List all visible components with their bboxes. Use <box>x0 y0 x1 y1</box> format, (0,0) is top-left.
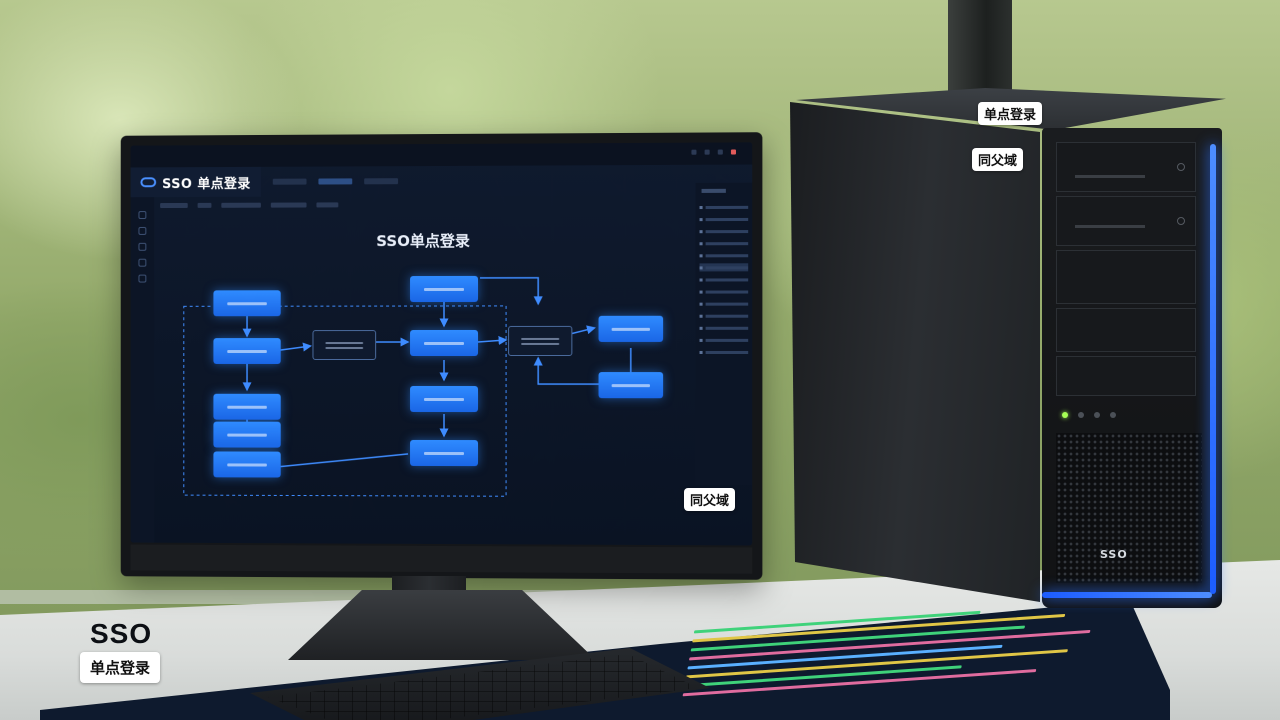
panel-item <box>699 239 749 247</box>
panel-header <box>701 188 726 193</box>
flow-node <box>213 421 281 448</box>
flow-node <box>213 338 281 364</box>
audio-port-icon <box>1094 412 1100 418</box>
flowchart-canvas: SSO单点登录 <box>160 213 689 540</box>
eject-button-icon <box>1177 217 1185 225</box>
sso-logo-icon <box>140 177 157 188</box>
usb-port-icon <box>1110 412 1116 418</box>
drive-bay <box>1056 196 1196 246</box>
drive-bay <box>1056 308 1196 352</box>
pc-tower: SSO <box>790 88 1230 618</box>
panel-item <box>699 251 749 259</box>
monitor-screen: SSO 单点登录 SSO单点登录 <box>131 142 753 545</box>
left-icon-rail <box>130 197 155 543</box>
audio-port-icon <box>1078 412 1084 418</box>
power-led-icon <box>1062 412 1068 418</box>
panel-item <box>699 312 749 320</box>
flowchart-connectors <box>160 213 689 540</box>
drive-bay <box>1056 142 1196 192</box>
breadcrumb-placeholder <box>160 202 339 209</box>
flow-node <box>410 275 479 303</box>
flow-node <box>213 393 281 420</box>
overlay-tag: 单点登录 <box>80 652 161 683</box>
panel-item <box>699 287 749 295</box>
flow-node-outline <box>508 325 573 356</box>
app-logo: SSO 单点登录 <box>130 166 261 198</box>
front-mesh-grille <box>1056 433 1202 583</box>
rail-icon <box>138 274 147 283</box>
tab-placeholder <box>363 178 398 185</box>
flow-node <box>213 290 281 317</box>
control-icon <box>704 149 710 155</box>
monitor-bezel <box>130 544 753 574</box>
panel-item <box>699 215 749 223</box>
panel-item <box>699 227 749 235</box>
rail-icon <box>138 258 147 267</box>
overlay-title: SSO <box>90 618 153 649</box>
panel-item <box>699 348 749 356</box>
monitor-caption-tag: 同父域 <box>684 488 736 511</box>
flow-node-outline <box>312 330 377 360</box>
panel-item-selected <box>699 263 749 272</box>
monitor: SSO 单点登录 SSO单点登录 <box>121 132 763 580</box>
tab-placeholder <box>272 178 307 185</box>
rail-icon <box>138 242 147 251</box>
rail-icon <box>138 211 147 220</box>
window-controls <box>691 149 737 155</box>
flow-node <box>598 315 664 342</box>
flow-node <box>410 439 479 467</box>
screen-top-bar <box>130 142 753 168</box>
flow-node <box>213 451 281 478</box>
front-io-panel <box>1056 402 1196 428</box>
rail-icon <box>138 226 147 235</box>
right-side-panel <box>695 182 753 486</box>
blue-led-strip <box>1210 144 1216 594</box>
panel-item <box>699 336 749 344</box>
app-header: SSO 单点登录 <box>130 165 753 198</box>
panel-item <box>699 300 749 308</box>
blue-led-strip-bottom <box>1042 592 1212 598</box>
panel-item <box>699 203 749 211</box>
flow-node <box>410 329 479 356</box>
flow-node <box>598 372 664 399</box>
control-icon <box>691 149 697 155</box>
eject-button-icon <box>1177 163 1185 171</box>
flow-node <box>410 385 479 413</box>
tower-brand-logo: SSO <box>1100 548 1128 561</box>
tower-label-side: 同父域 <box>972 148 1024 171</box>
close-icon <box>730 149 737 155</box>
tower-front-panel: SSO <box>1042 128 1222 608</box>
panel-item <box>699 275 749 283</box>
drive-bay <box>1056 250 1196 304</box>
tower-side-panel <box>790 102 1040 602</box>
drive-bay <box>1056 356 1196 396</box>
app-title: SSO 单点登录 <box>162 176 251 192</box>
tower-label-top: 单点登录 <box>978 102 1043 125</box>
control-icon <box>717 149 723 155</box>
tab-placeholder-active <box>318 178 352 185</box>
panel-item <box>699 324 749 332</box>
